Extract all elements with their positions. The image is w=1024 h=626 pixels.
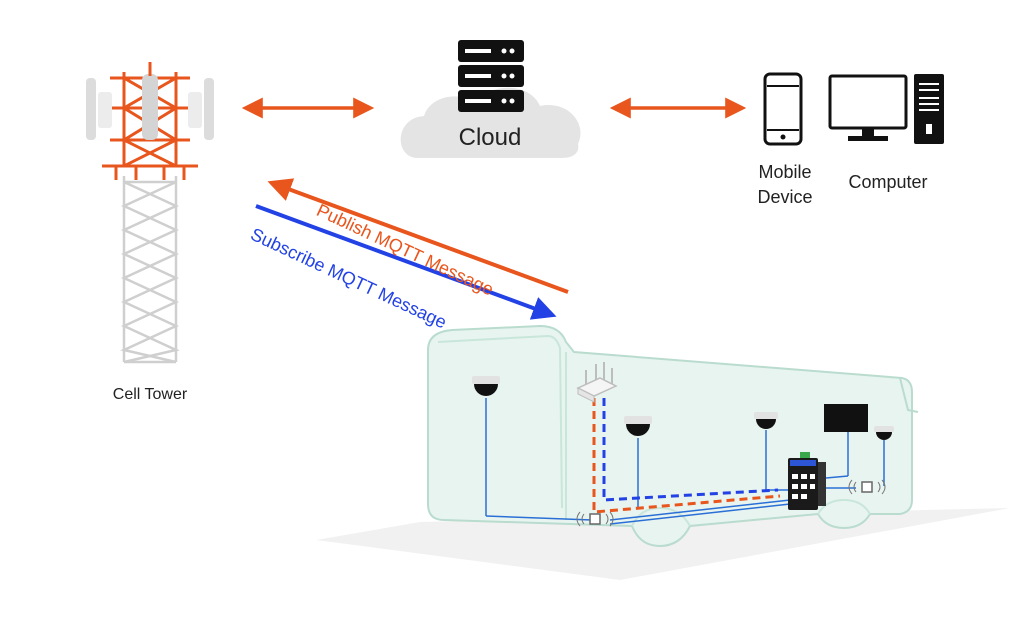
- cell-tower-icon: [86, 62, 214, 364]
- cloud-icon: [400, 87, 581, 158]
- cell-tower-label: Cell Tower: [112, 386, 188, 403]
- computer-label: Computer: [848, 172, 928, 192]
- bus-icon: [316, 324, 1010, 580]
- publish-arrow: [267, 178, 569, 294]
- router-icon: [576, 362, 618, 403]
- cloud-label: Cloud: [458, 124, 522, 151]
- desktop-computer-icon: [828, 74, 944, 144]
- camera-icon: [472, 376, 500, 396]
- network-switch-icon: [788, 452, 826, 510]
- smartphone-icon: [763, 72, 803, 146]
- wireless-node-icon: [848, 479, 886, 495]
- mobile-device-label: Mobile Device: [740, 160, 830, 210]
- camera-icon: [874, 426, 894, 440]
- wireless-node-icon: [576, 511, 614, 527]
- display-monitor-icon: [824, 404, 868, 432]
- camera-icon: [624, 416, 652, 436]
- mobile-device-label-line1: Mobile: [758, 162, 812, 182]
- camera-icon: [754, 412, 778, 429]
- subscribe-arrow: [255, 204, 557, 320]
- mobile-device-label-line2: Device: [757, 187, 813, 207]
- server-rack-icon: [458, 40, 524, 112]
